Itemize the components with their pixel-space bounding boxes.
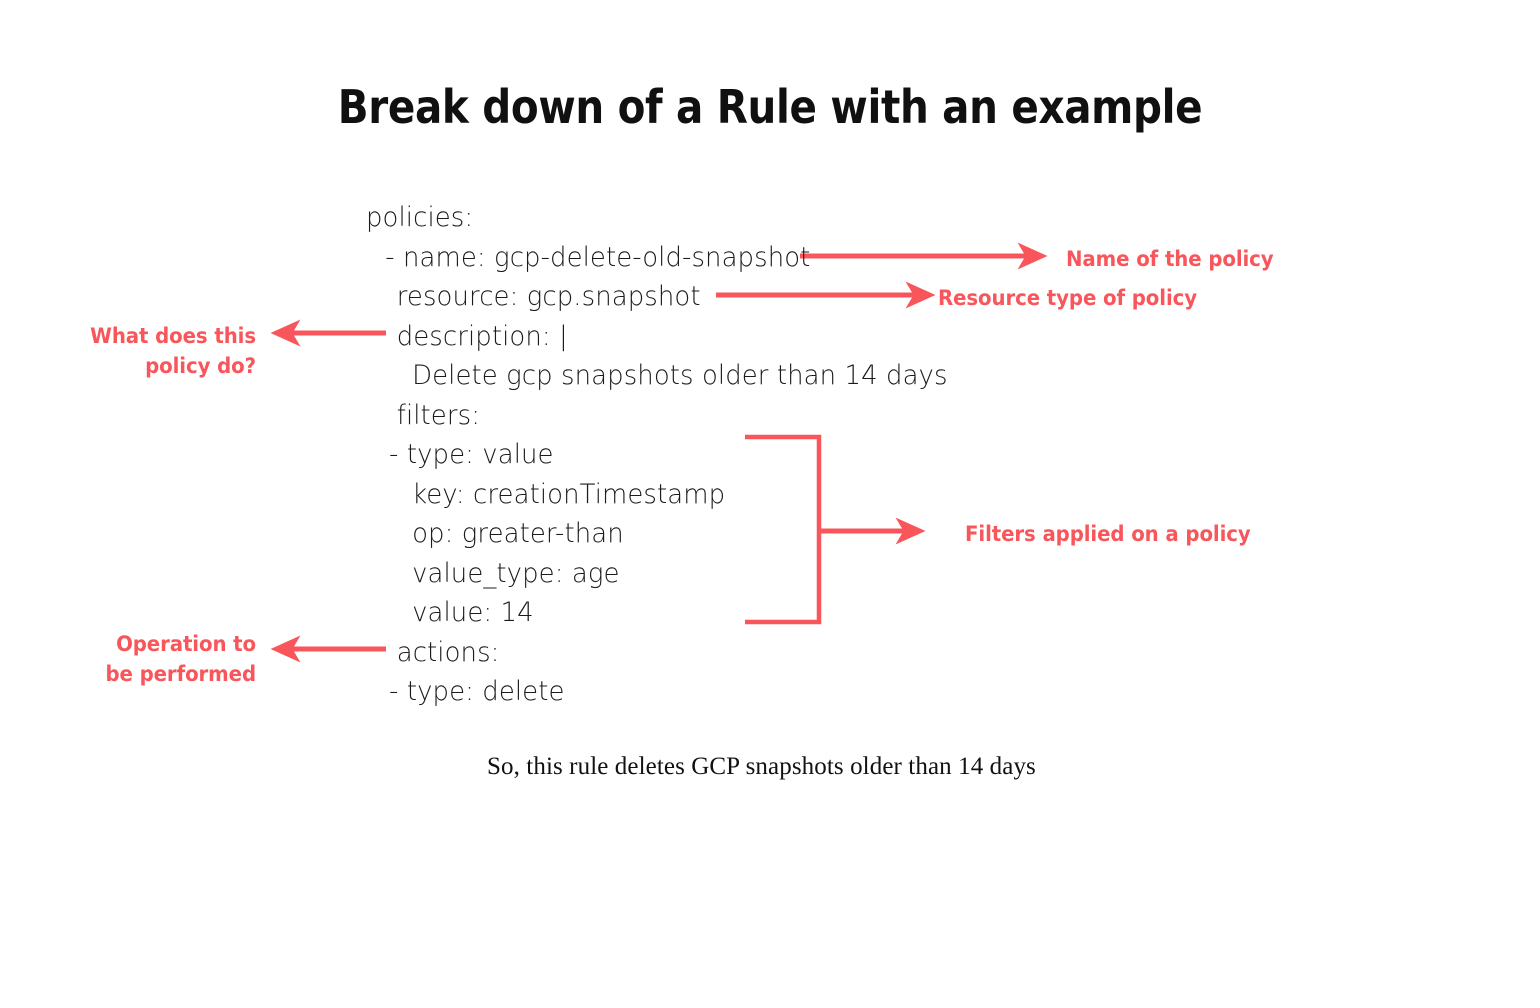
yaml-line-action-type: - type: delete: [389, 676, 565, 707]
yaml-line-filter-key: key: creationTimestamp: [412, 478, 726, 510]
yaml-line-name: - name: gcp-delete-old-snapshot: [385, 241, 811, 273]
yaml-line-filter-type: - type: value: [389, 439, 554, 470]
yaml-line-description-body: Delete gcp snapshots older than 14 days: [412, 360, 948, 391]
summary-caption: So, this rule deletes GCP snapshots olde…: [487, 753, 1036, 780]
yaml-line-filter-op: op: greater-than: [412, 518, 624, 549]
annotation-filters-applied: Filters applied on a policy: [965, 522, 1251, 546]
annotation-operation-performed: Operation to be performed: [105, 632, 256, 686]
yaml-line-actions: actions:: [396, 636, 500, 668]
yaml-line-filter-value: value: 14: [412, 597, 534, 628]
annotation-resource-type: Resource type of policy: [938, 286, 1197, 310]
yaml-policy-block: policies: - name: gcp-delete-old-snapsho…: [366, 198, 986, 712]
yaml-line-policies: policies:: [366, 202, 474, 233]
page-title: Break down of a Rule with an example: [337, 80, 1203, 134]
yaml-line-filter-value-type: value_type: age: [412, 557, 620, 589]
yaml-line-description: description: |: [396, 320, 568, 352]
yaml-line-filters: filters:: [396, 399, 481, 431]
yaml-line-resource: resource: gcp.snapshot: [396, 281, 701, 312]
annotation-what-does-policy-do: What does this policy do?: [90, 324, 256, 378]
annotation-name-of-policy: Name of the policy: [1066, 247, 1274, 271]
